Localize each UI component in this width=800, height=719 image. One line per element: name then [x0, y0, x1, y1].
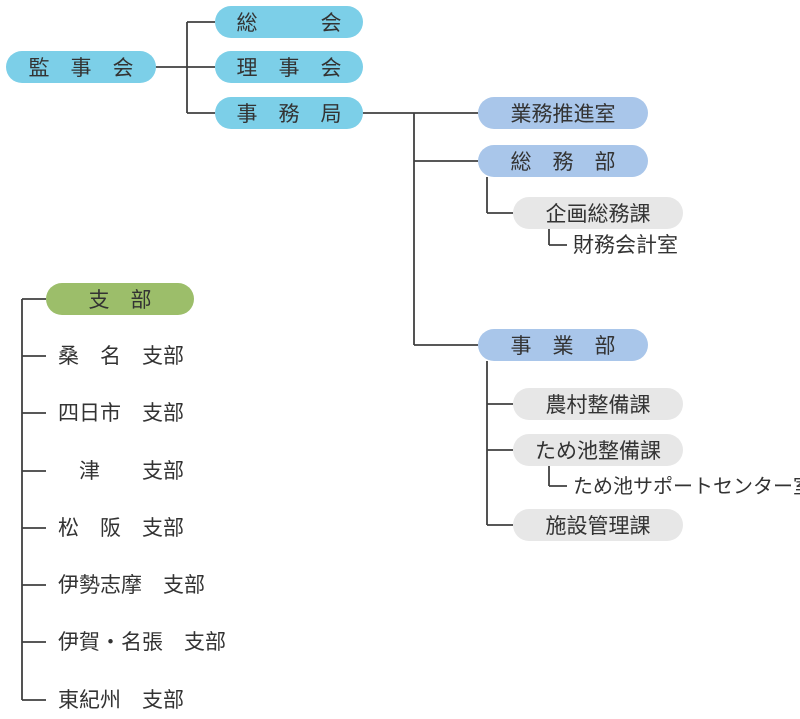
node-shisetsu-kanrika: 施設管理課: [513, 509, 683, 541]
branch-higashikishu: 東紀州 支部: [58, 688, 184, 712]
node-zaimu-kaikeishitsu: 財務会計室: [573, 233, 678, 257]
branch-iga-nabari: 伊賀・名張 支部: [58, 630, 226, 654]
node-tameike-seibika: ため池整備課: [513, 434, 683, 466]
node-rijikai: 理 事 会: [215, 51, 363, 83]
branch-tsu: 津 支部: [58, 459, 184, 483]
node-shibu-header: 支 部: [46, 283, 194, 315]
node-kansakai: 監 事 会: [6, 51, 156, 83]
branch-ise-shima: 伊勢志摩 支部: [58, 573, 205, 597]
node-gyomu-suishinshitsu: 業務推進室: [478, 97, 648, 129]
node-kikaku-somuka: 企画総務課: [513, 197, 683, 229]
node-somubu: 総 務 部: [478, 145, 648, 177]
node-sokai: 総 会: [215, 6, 363, 38]
node-noson-seibika: 農村整備課: [513, 388, 683, 420]
branch-yokkaichi: 四日市 支部: [58, 401, 184, 425]
branch-matsusaka: 松 阪 支部: [58, 516, 184, 540]
node-jimukyoku: 事 務 局: [215, 97, 363, 129]
node-jigyobu: 事 業 部: [478, 329, 648, 361]
branch-kuwana: 桑 名 支部: [58, 344, 184, 368]
node-tameike-support-center: ため池サポートセンター室: [573, 474, 800, 498]
